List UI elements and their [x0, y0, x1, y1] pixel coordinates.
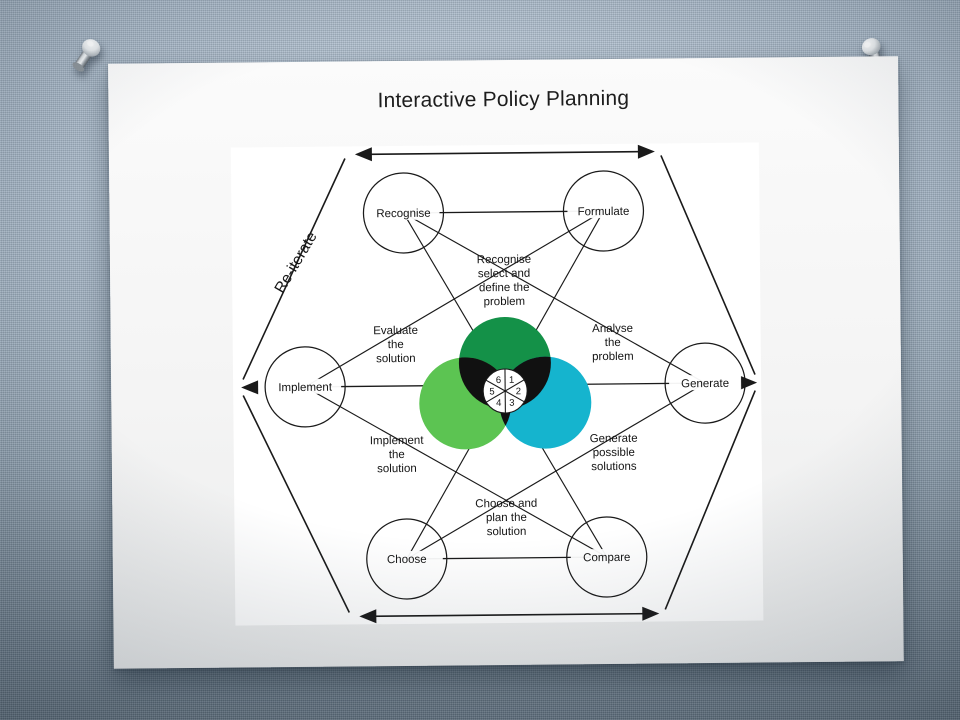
stage-text-line: the: [388, 339, 404, 351]
inner-triangle-edge: [406, 382, 706, 560]
node-compare[interactable]: Compare: [566, 516, 648, 598]
hexagon-edge: [356, 150, 649, 156]
venn-core-number: 3: [509, 398, 514, 409]
node-circle-generate: [664, 342, 746, 424]
node-generate[interactable]: Generate: [664, 342, 746, 424]
reiterate-label: Re-iterate: [272, 229, 321, 296]
venn-core-number: 1: [509, 375, 514, 386]
node-label-backdrop: [269, 378, 342, 395]
venn-core-number: 4: [496, 398, 501, 409]
push-pin-left-icon: [58, 30, 112, 84]
hexagon-arrowhead: [359, 609, 377, 624]
hexagon-edge: [664, 390, 756, 610]
stage-text-line: Analyse: [592, 323, 633, 335]
hexagon-edge: [242, 158, 346, 380]
node-circle-choose: [366, 518, 448, 600]
hexagon-arrowhead: [354, 147, 372, 162]
hexagon-arrowhead: [241, 380, 259, 395]
stage-text-line: Evaluate: [373, 325, 418, 337]
node-label-formulate: Formulate: [578, 206, 630, 218]
stage-text-line: solution: [377, 463, 417, 475]
stage-text-line: problem: [592, 351, 634, 363]
venn-wedge-divider: [485, 379, 506, 392]
node-label-choose: Choose: [387, 554, 427, 566]
node-label-recognise: Recognise: [376, 208, 430, 221]
stage-text-line: Generate: [590, 433, 638, 445]
inner-triangle-edge: [403, 212, 706, 384]
node-label-implement: Implement: [278, 382, 333, 395]
stage-text-analyse-problem: Analyse the problem: [592, 323, 634, 363]
node-circle-formulate: [562, 170, 645, 252]
stage-text-line: solution: [487, 526, 527, 538]
stage-text-line: Implement: [370, 435, 425, 448]
stage-text-line: Recognise: [477, 254, 531, 267]
venn-wedge-divider: [504, 379, 525, 392]
inner-triangle-edge: [304, 386, 608, 558]
venn-core-number: 6: [496, 375, 501, 386]
hexagon-arrowhead: [740, 375, 758, 390]
hexagon-edge: [361, 612, 654, 618]
node-formulate[interactable]: Formulate: [562, 170, 645, 252]
node-label-backdrop: [370, 550, 443, 567]
venn-wedge-divider: [504, 390, 525, 403]
venn-wedge-divider: [485, 390, 506, 403]
node-choose[interactable]: Choose: [366, 518, 448, 600]
stage-text-evaluate-solution: Evaluate the solution: [373, 325, 418, 365]
node-circle-recognise: [362, 172, 445, 254]
inner-triangle-edge: [304, 210, 604, 388]
venn-core-number: 5: [489, 386, 494, 397]
hexagon-arrowhead: [642, 606, 660, 621]
stage-text-line: possible: [593, 447, 635, 459]
stage-text-line: define the: [479, 282, 530, 294]
hexagon-edge: [660, 155, 756, 375]
node-label-generate: Generate: [681, 378, 729, 390]
stage-text-line: solutions: [591, 461, 637, 473]
stage-text-line: Choose and: [475, 498, 537, 511]
hexagon-arrowhead: [637, 144, 655, 159]
stage-text-line: plan the: [486, 512, 527, 524]
hexagon-edge: [242, 395, 351, 613]
stage-text-line: the: [605, 337, 621, 349]
venn-core-number: 2: [516, 386, 521, 397]
stage-text-line: the: [389, 449, 405, 461]
outer-hexagon-arrows: [241, 144, 758, 624]
stage-text-line: problem: [483, 296, 525, 308]
stage-text-line: select and: [478, 268, 531, 281]
stage-text-generate-possible: Generate possible solutions: [590, 433, 638, 473]
node-recognise[interactable]: Recognise: [362, 172, 445, 254]
node-circle-implement: [264, 346, 346, 428]
node-implement[interactable]: Implement: [264, 346, 346, 428]
page-title: Interactive Policy Planning: [377, 86, 630, 113]
node-circle-compare: [566, 516, 648, 598]
stage-text-line: solution: [376, 353, 416, 365]
reiterate-label-group: Re-iterate: [272, 229, 321, 296]
node-label-backdrop: [567, 202, 640, 219]
node-label-backdrop: [570, 548, 643, 565]
node-label-compare: Compare: [583, 552, 630, 564]
node-label-backdrop: [669, 374, 742, 391]
node-label-backdrop: [367, 204, 440, 221]
